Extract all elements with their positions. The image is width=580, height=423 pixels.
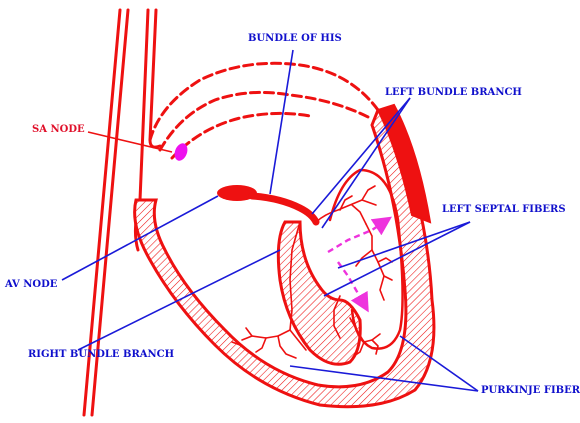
av-node-bundle-of-his	[217, 185, 316, 222]
label-av-node: AV NODE	[4, 279, 58, 290]
sa-node-pointer	[88, 132, 172, 152]
septal-arrow-icon	[328, 222, 384, 252]
label-sa-node: SA NODE	[32, 124, 85, 135]
label-left-bundle-branch: LEFT BUNDLE BRANCH	[385, 87, 522, 98]
septal-arrows	[328, 222, 384, 304]
left-bundle-fibers	[316, 186, 392, 300]
label-purkinje-fibers: PURKINJE FIBERS	[481, 385, 580, 396]
label-left-septal-fibers: LEFT SEPTAL FIBERS	[442, 204, 566, 215]
label-right-bundle-branch: RIGHT BUNDLE BRANCH	[28, 349, 174, 360]
label-bundle-of-his: BUNDLE OF HIS	[248, 33, 342, 44]
right-bundle-branch-pointer	[78, 250, 280, 350]
bundle-of-his-pointer	[270, 50, 293, 194]
